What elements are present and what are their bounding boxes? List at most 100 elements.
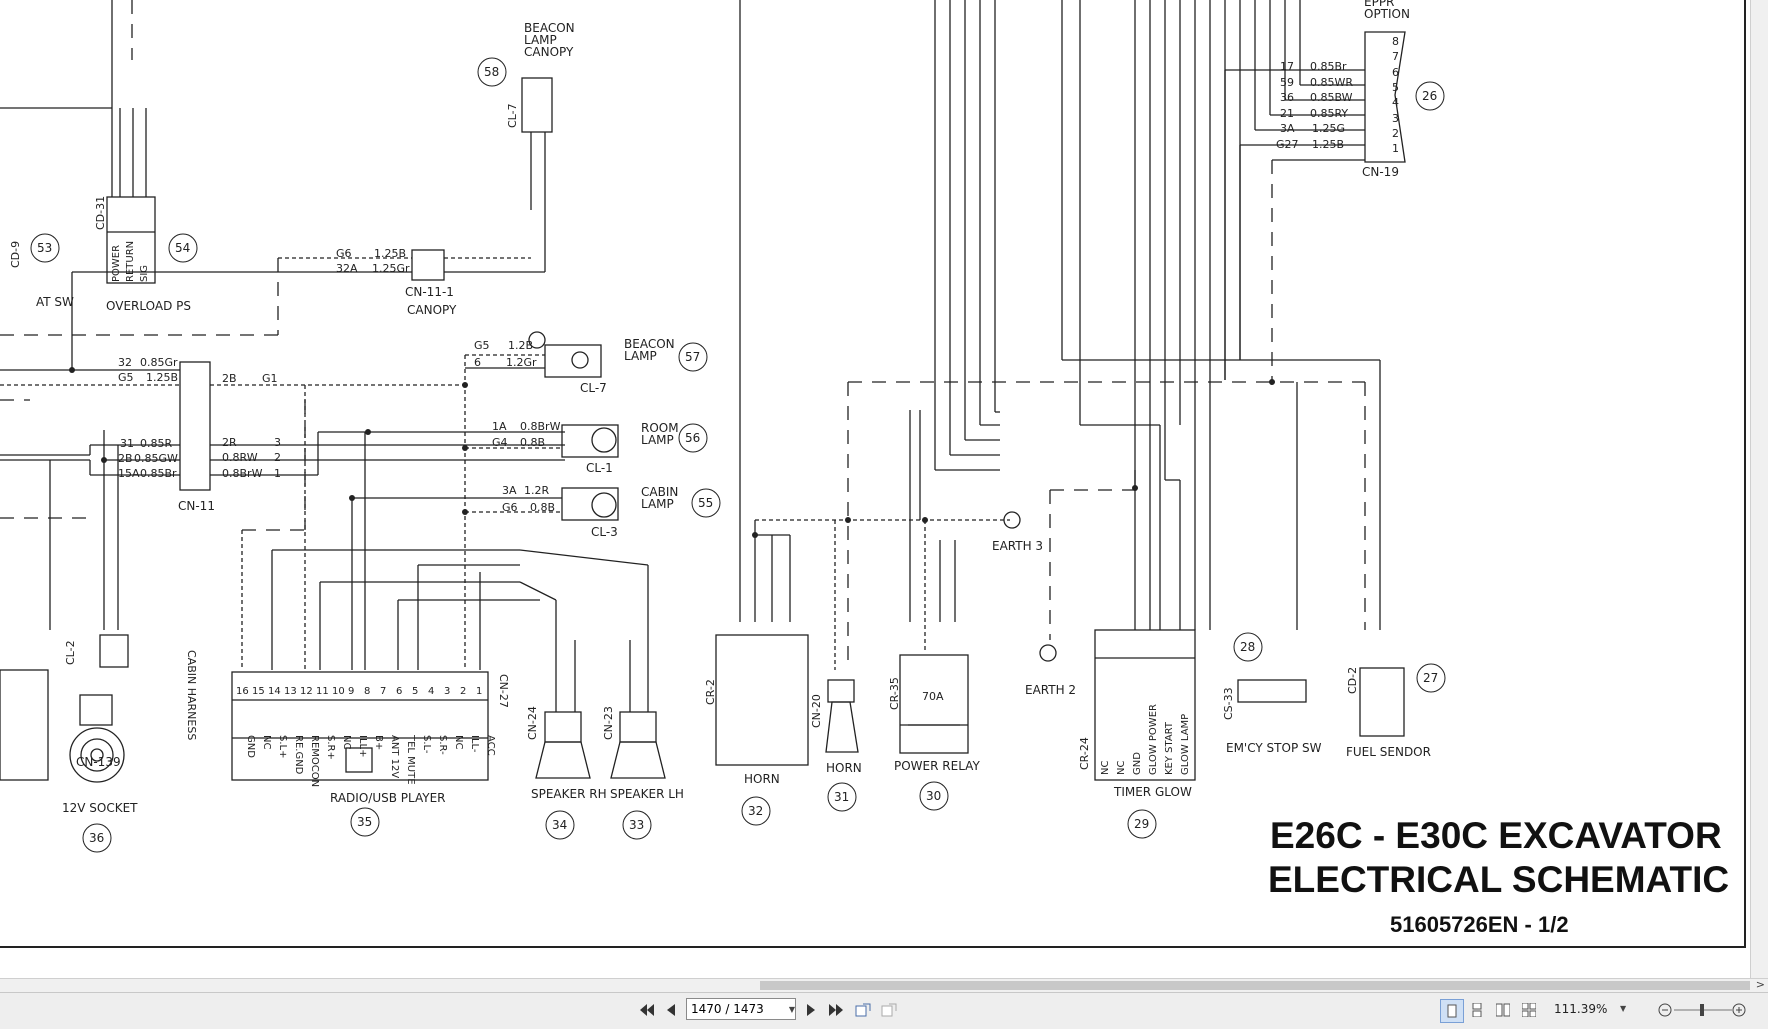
label-cn-20: CN-20 (810, 694, 823, 728)
svg-text:CL-3: CL-3 (591, 525, 618, 539)
svg-text:1.25B: 1.25B (146, 371, 178, 384)
svg-text:OVERLOAD PS: OVERLOAD PS (106, 299, 191, 313)
svg-text:32A: 32A (336, 262, 358, 275)
svg-text:CANOPY: CANOPY (407, 303, 457, 317)
component-26: 26 (1422, 89, 1437, 103)
vertical-scrollbar[interactable] (1750, 0, 1768, 988)
svg-text:9: 9 (348, 686, 354, 697)
svg-text:ANT 12V: ANT 12V (389, 735, 400, 778)
svg-text:SIG: SIG (139, 265, 150, 282)
next-view-button[interactable] (878, 999, 900, 1021)
svg-text:KEY START: KEY START (1164, 721, 1175, 775)
svg-text:1.2Gr: 1.2Gr (506, 356, 537, 369)
svg-text:GND: GND (1132, 752, 1143, 775)
single-page-icon (1447, 1004, 1457, 1018)
svg-text:1.25Gr: 1.25Gr (372, 262, 410, 275)
continuous-view-button[interactable] (1466, 999, 1488, 1021)
last-page-button[interactable] (825, 999, 847, 1021)
svg-text:0.85GW: 0.85GW (134, 452, 178, 465)
svg-text:RETURN: RETURN (125, 241, 136, 282)
svg-text:HORN: HORN (826, 761, 862, 775)
svg-text:CL-7: CL-7 (580, 381, 607, 395)
svg-text:CN-11: CN-11 (178, 499, 215, 513)
svg-text:6: 6 (474, 356, 481, 369)
svg-text:1.25B: 1.25B (1312, 138, 1344, 151)
component-29: 29 (1134, 817, 1149, 831)
component-54: 54 (175, 241, 190, 255)
first-page-button[interactable] (636, 999, 658, 1021)
svg-text:2: 2 (1392, 127, 1399, 140)
previous-page-icon (667, 1004, 675, 1016)
svg-text:G1: G1 (262, 372, 278, 385)
svg-text:5: 5 (412, 686, 418, 697)
svg-text:S.L+: S.L+ (277, 735, 288, 758)
svg-text:6: 6 (1392, 66, 1399, 79)
horizontal-scroll-thumb[interactable] (760, 981, 1750, 990)
svg-text:36: 36 (1280, 91, 1294, 104)
svg-text:16: 16 (236, 686, 249, 697)
svg-text:7: 7 (1392, 50, 1399, 63)
svg-text:CL-1: CL-1 (586, 461, 613, 475)
svg-text:1.25B: 1.25B (374, 247, 406, 260)
svg-text:ROOM: ROOM (641, 421, 679, 435)
svg-text:4: 4 (1392, 96, 1399, 109)
svg-text:0.85WR: 0.85WR (1310, 76, 1353, 89)
svg-text:GLOW POWER: GLOW POWER (1148, 704, 1159, 775)
previous-page-button[interactable] (660, 999, 682, 1021)
page-border (0, 0, 1746, 948)
svg-text:B+: B+ (373, 735, 384, 750)
svg-text:CL-7: CL-7 (506, 103, 519, 128)
svg-text:10: 10 (332, 686, 345, 697)
svg-text:NC: NC (1116, 761, 1127, 775)
zoom-dropdown-icon[interactable]: ▼ (1620, 1004, 1627, 1013)
component-53: 53 (37, 241, 52, 255)
svg-text:1.2R: 1.2R (524, 484, 549, 497)
svg-text:21: 21 (1280, 107, 1294, 120)
component-27: 27 (1423, 671, 1438, 685)
svg-text:RE.GND: RE.GND (293, 735, 304, 775)
svg-text:ILL+: ILL+ (357, 735, 368, 757)
facing-view-button[interactable] (1492, 999, 1514, 1021)
svg-text:2B: 2B (118, 452, 133, 465)
zoom-slider[interactable] (1658, 999, 1746, 1021)
component-34: 34 (552, 818, 567, 832)
page-dropdown-icon[interactable]: ▼ (788, 1004, 796, 1014)
svg-text:0.85Br: 0.85Br (1310, 60, 1347, 73)
svg-text:G6: G6 (502, 501, 518, 514)
previous-view-button[interactable] (852, 999, 874, 1021)
svg-text:RADIO/USB PLAYER: RADIO/USB PLAYER (330, 791, 446, 805)
next-page-button[interactable] (800, 999, 822, 1021)
svg-text:NC: NC (1100, 761, 1111, 775)
component-57: 57 (685, 350, 700, 364)
svg-text:SPEAKER RH: SPEAKER RH (531, 787, 607, 801)
svg-text:REMOCON: REMOCON (309, 735, 320, 787)
component-28: 28 (1240, 640, 1255, 654)
svg-text:TIMER GLOW: TIMER GLOW (1113, 785, 1192, 799)
component-55: 55 (698, 496, 713, 510)
svg-text:4: 4 (428, 686, 434, 697)
continuous-facing-view-button[interactable] (1518, 999, 1540, 1021)
horizontal-scrollbar[interactable]: > (0, 978, 1768, 993)
svg-text:11: 11 (316, 686, 329, 697)
last-page-icon (829, 1004, 843, 1016)
component-32: 32 (748, 804, 763, 818)
single-page-view-button[interactable] (1440, 999, 1464, 1023)
schematic-page: AT SW OVERLOAD PS CN-11-1 CANOPY CN-11 C… (0, 0, 1746, 948)
svg-text:CN-11-1: CN-11-1 (405, 285, 454, 299)
component-33: 33 (629, 818, 644, 832)
svg-text:HORN: HORN (744, 772, 780, 786)
zoom-level[interactable]: 111.39% (1554, 1002, 1608, 1016)
svg-text:1: 1 (476, 686, 482, 697)
scroll-right-icon[interactable]: > (1755, 978, 1765, 991)
svg-text:S.L-: S.L- (421, 735, 432, 754)
label-cn-23: CN-23 (602, 706, 615, 740)
svg-text:CABIN: CABIN (641, 485, 678, 499)
svg-text:LAMP: LAMP (524, 33, 557, 47)
document-number: 51605726EN - 1/2 (1390, 912, 1569, 937)
page-number-input[interactable] (686, 998, 796, 1020)
viewer-toolbar: ▼ 111.39% ▼ (0, 992, 1768, 1029)
svg-text:2: 2 (460, 686, 466, 697)
svg-text:0.85Gr: 0.85Gr (140, 356, 178, 369)
svg-text:CN-19: CN-19 (1362, 165, 1399, 179)
